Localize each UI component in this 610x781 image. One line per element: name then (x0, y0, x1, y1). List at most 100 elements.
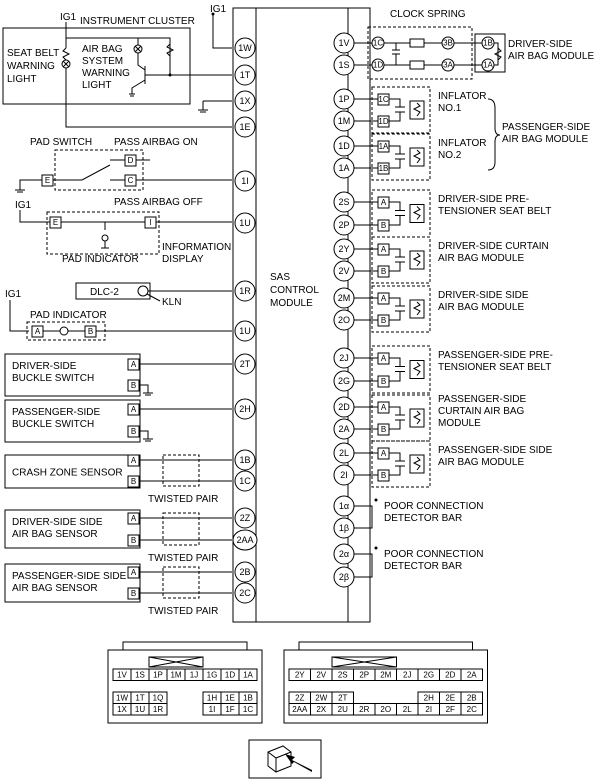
connector-cell: 2B (467, 693, 477, 702)
left-pin-circle (234, 582, 256, 604)
left-device-label: DRIVER-SIDE SIDE (12, 517, 103, 528)
right-pin-label: 2D (338, 402, 350, 412)
driver-airbag-label-1: DRIVER-SIDE (508, 39, 573, 50)
right-pin-label: 2α (339, 549, 349, 559)
left-pin-circle (234, 37, 256, 59)
inflator-1-label: INFLATOR (438, 91, 487, 102)
passenger-curtain-label: CURTAIN AIR BAG (438, 406, 525, 417)
inflator-1-pin: 1D (378, 117, 388, 126)
pass-airbag-on: PASS AIRBAG ON (114, 137, 198, 148)
connector-cell: 1G (207, 670, 218, 679)
left-pin-label: 1R (239, 286, 251, 296)
right-pin-label: 2O (338, 315, 350, 325)
passenger-curtain-label: PASSENGER-SIDE (438, 394, 526, 405)
left-pin-label: 1X (239, 96, 250, 106)
twisted-pair-label: TWISTED PAIR (148, 494, 218, 505)
airbag-light-4: LIGHT (82, 80, 111, 91)
left-device-pin: A (131, 405, 137, 414)
connector-cell: 1J (190, 670, 198, 679)
ig1-label-top: IG1 (210, 4, 227, 15)
connector-cell: 1C (243, 705, 253, 714)
connector-cell: 2I (425, 705, 432, 714)
left-pin-circle (234, 64, 256, 86)
left-pin-label: 2T (240, 359, 251, 369)
left-pin-circle (234, 280, 256, 302)
info-display-1: INFORMATION (162, 242, 231, 253)
twisted-pair-label: TWISTED PAIR (148, 606, 218, 617)
passenger-curtain-pin: A (381, 403, 387, 412)
left-pin-circle (234, 449, 256, 471)
airbag-light-3: WARNING (82, 68, 130, 79)
pad-switch-pin-e: E (45, 176, 50, 185)
passenger-pretensioner-label: PASSENGER-SIDE PRE- (438, 350, 553, 361)
left-pin-circle (234, 398, 256, 420)
driver-pretensioner-pin: A (381, 198, 387, 207)
connector-cell: 1M (170, 670, 181, 679)
connector-cell: 1A (243, 670, 253, 679)
clock-spring-title: CLOCK SPRING (390, 9, 466, 20)
kln-label: KLN (162, 297, 181, 308)
driver-curtain-pin: B (381, 267, 386, 276)
connector-cell: 1D (225, 670, 235, 679)
inflator-2-pin: 1A (379, 142, 389, 151)
left-pin-label: 2H (239, 404, 251, 414)
connector-cell: 1S (135, 670, 145, 679)
left-pin-label: 1C (239, 476, 251, 486)
passenger-side-airbag-label: AIR BAG MODULE (438, 457, 524, 468)
left-pin-label: 1I (241, 176, 249, 186)
ig1-label-pad: IG1 (15, 200, 32, 211)
connector-view-icon (248, 739, 322, 779)
driver-curtain-pin: A (381, 245, 387, 254)
info-pin-e: E (53, 218, 58, 227)
connector-cell: 2D (445, 670, 455, 679)
connector-cell: 2C (467, 705, 477, 714)
driver-side-airbag-pin: A (381, 294, 387, 303)
right-pin-label: 2G (338, 376, 350, 386)
left-pin-circle (234, 561, 256, 583)
poor-connection-1-label-2: DETECTOR BAR (384, 513, 462, 524)
poor-connection-1-label-1: POOR CONNECTION (384, 501, 483, 512)
dlc-2: DLC-2 KLN (75, 282, 232, 308)
inflator-1-label: NO.1 (438, 103, 462, 114)
right-pin-label: 2P (338, 220, 349, 230)
left-pin-label: 2B (239, 567, 250, 577)
clock-spring-pin: 3B (443, 39, 453, 48)
dlc-title: DLC-2 (90, 287, 119, 298)
passenger-airbag-label-2: AIR BAG MODULE (502, 134, 588, 145)
airbag-light-2: SYSTEM (82, 56, 123, 67)
left-device-label: AIR BAG SENSOR (12, 583, 98, 594)
info-pin-i: I (149, 218, 151, 227)
connector-cell: 2E (445, 693, 455, 702)
right-pin-label: 2β (339, 572, 349, 582)
left-pin-label: 2Z (240, 513, 251, 523)
right-pin-label: 1P (338, 94, 349, 104)
right-pin-label: 1D (338, 141, 350, 151)
right-pin-label: 1A (338, 163, 349, 173)
driver-side-airbag-pin: B (381, 316, 386, 325)
connector-cell: 1W (116, 693, 128, 702)
connector-cell: 1E (225, 693, 235, 702)
pad2-pin-a: A (35, 327, 41, 336)
left-device-label: DRIVER-SIDE (12, 361, 77, 372)
clock-spring-pin: 3A (443, 61, 453, 70)
module-title-2: CONTROL (270, 285, 319, 296)
right-pin-label: 1V (338, 38, 349, 48)
pad2-pin-b: B (88, 327, 93, 336)
left-pin-label: 1W (238, 43, 252, 53)
left-device-label: CRASH ZONE SENSOR (12, 468, 123, 479)
left-device-pin: B (131, 477, 136, 486)
driver-airbag-label-2: AIR BAG MODULE (508, 51, 594, 62)
